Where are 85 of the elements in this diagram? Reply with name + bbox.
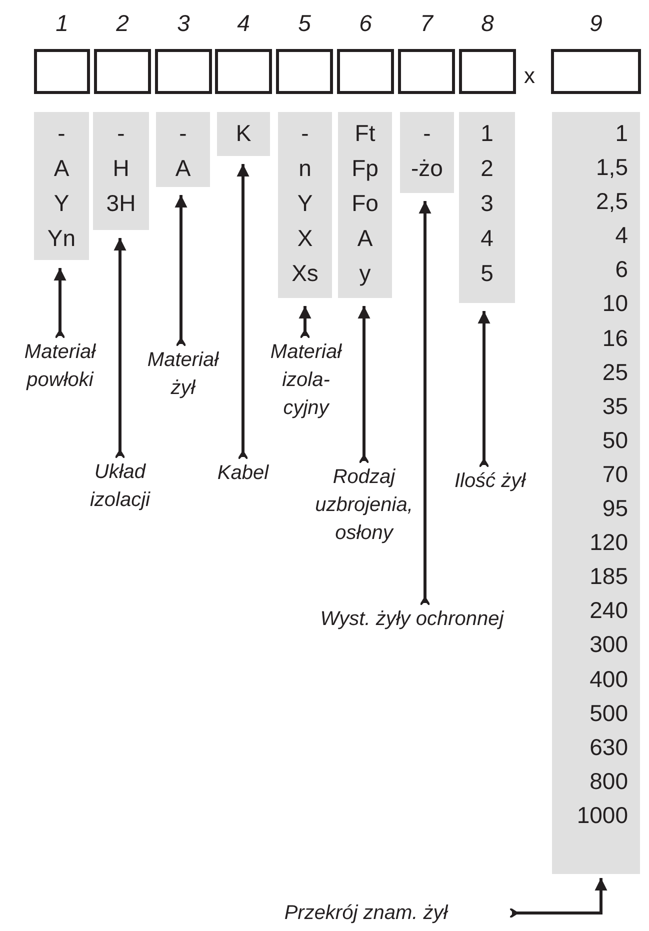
multiply-sign: x [524,63,535,89]
caption-text: Kabel [200,459,286,487]
option-code: 95 [601,494,629,524]
option-list [400,112,454,193]
option-code: - [56,119,66,148]
option-code: n [298,154,312,183]
arrow [298,306,312,339]
option-code: 1,5 [595,153,629,182]
option-list [278,112,332,298]
caption-text: Ilość żył [438,467,542,495]
option-code: K [234,119,252,148]
option-code: - [116,119,126,148]
arrow [174,195,188,347]
option-list [552,112,640,874]
option-code: 800 [588,766,629,796]
option-code: Yn [46,224,77,253]
option-code: Xs [290,259,320,288]
option-list [34,112,89,260]
position-number: 6 [358,9,373,38]
option-code: 10 [601,289,629,318]
option-code: A [52,154,70,183]
position-number: 3 [176,9,191,38]
caption-text: Materiał powłoki [8,338,112,394]
option-code: - [178,119,188,148]
arrow [358,306,370,464]
position-number: 5 [297,9,312,38]
arrow [509,878,608,918]
option-code: 240 [588,596,629,626]
option-code: 500 [588,698,629,728]
position-number: 7 [419,9,434,38]
position-number: 9 [588,9,604,38]
option-code: H [112,154,130,183]
option-code: 1 [480,119,494,148]
option-code: 25 [601,358,629,387]
position-number: 2 [115,9,130,38]
option-code: 2,5 [595,187,629,216]
option-code: A [356,224,374,253]
option-code: 16 [601,324,629,353]
position-number: 1 [54,9,70,38]
option-code: 5 [480,259,494,288]
option-code: - [422,119,432,148]
option-list [217,112,270,156]
option-code: y [358,259,372,288]
position-number: 4 [236,9,251,38]
option-code: -żo [410,154,444,183]
option-list [338,112,392,298]
option-code: Y [52,189,70,218]
option-code: X [296,224,314,253]
arrow [54,268,66,339]
arrow [114,238,126,459]
option-code: 35 [601,392,629,421]
option-code: Fo [350,189,380,218]
caption-text: Materiał żył [135,346,231,402]
option-code: 3H [105,189,137,218]
option-code: 1 [614,119,629,148]
option-code: 630 [588,732,629,762]
option-code: A [174,154,192,183]
caption-text: Układ izolacji [70,458,170,514]
option-code: 2 [480,154,494,183]
option-code: 300 [588,630,629,660]
option-code: 120 [588,528,629,558]
caption-text: Rodzaj uzbrojenia, osłony [292,463,436,547]
option-code: 1000 [576,800,629,830]
arrow [418,201,432,606]
option-code: Ft [354,119,376,148]
position-number: 8 [480,9,495,38]
caption-text: Wyst. żyły ochronnej [296,605,528,633]
option-code: 6 [614,255,629,284]
option-list [156,112,210,187]
option-list [459,112,515,303]
caption-text: Przekrój znam. żył [226,899,506,927]
option-code: 70 [601,460,629,489]
arrow [478,311,490,468]
option-code: 400 [588,664,629,694]
option-list [93,112,149,230]
option-code: 4 [480,224,494,253]
option-code: 3 [480,189,494,218]
option-code: 4 [614,221,629,250]
option-code: - [300,119,310,148]
option-code: Y [296,189,314,218]
option-code: 185 [588,562,629,592]
arrow [236,164,250,460]
option-code: 50 [601,426,629,455]
option-code: Fp [350,154,380,183]
caption-text: Materiał izola- cyjny [258,338,354,422]
